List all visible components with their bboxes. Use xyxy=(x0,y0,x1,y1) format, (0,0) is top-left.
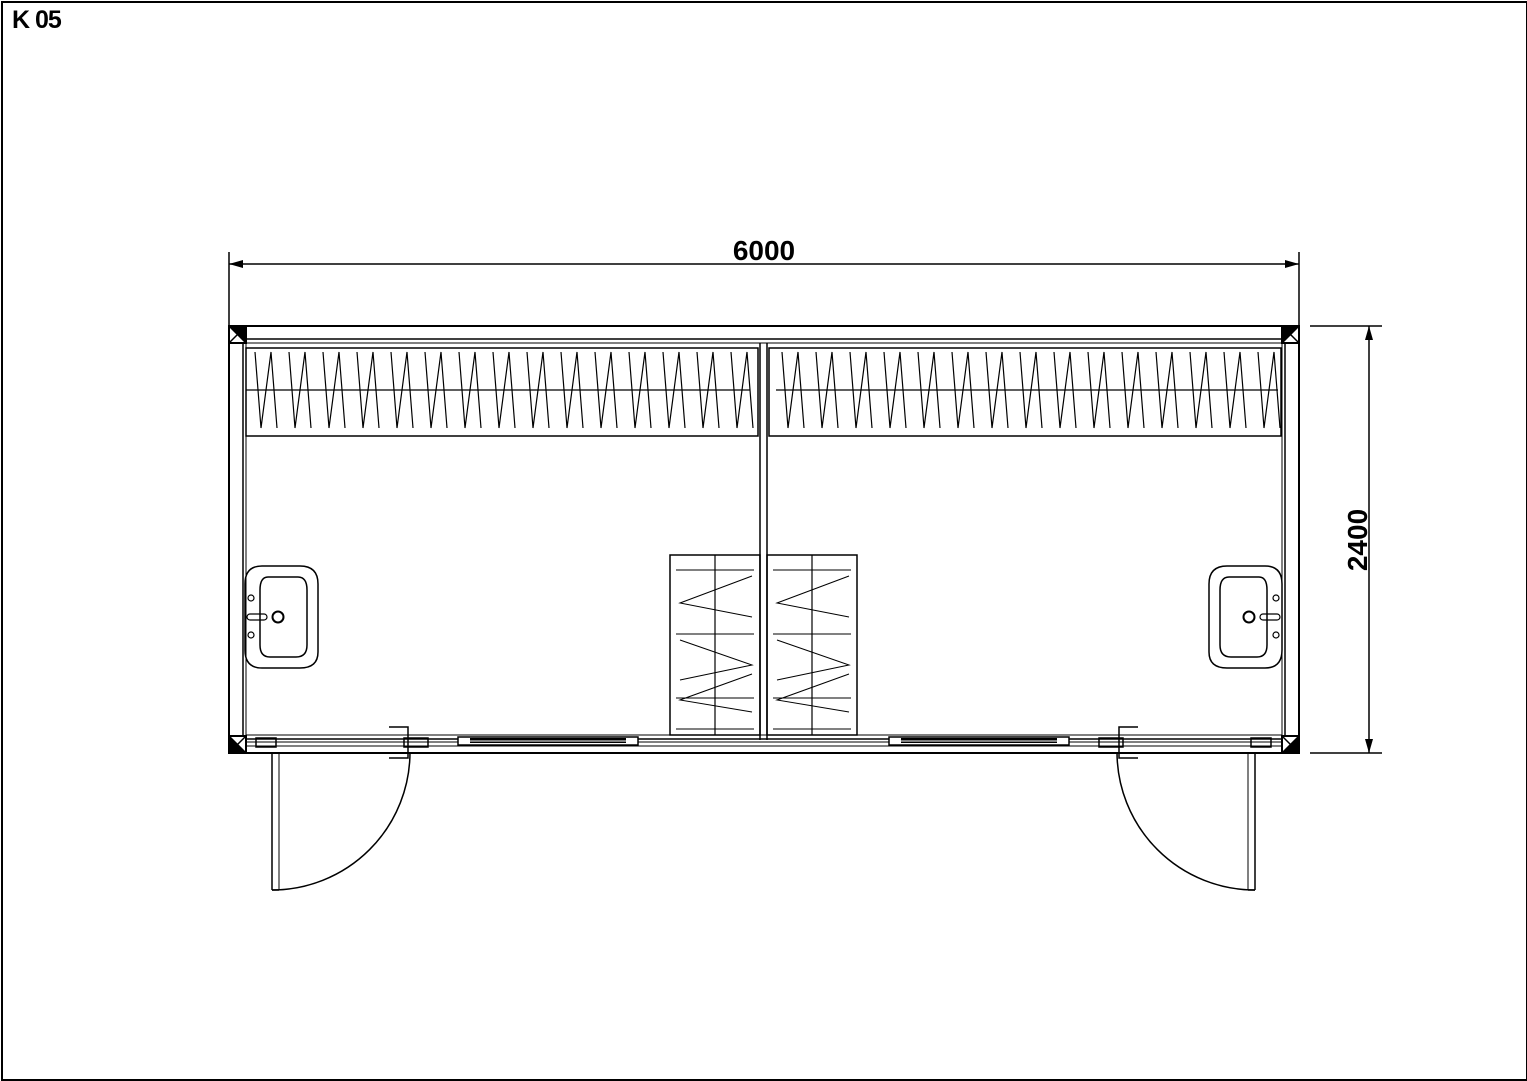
hanger-mark xyxy=(356,351,380,429)
hanger-mark xyxy=(696,351,720,429)
corner-posts xyxy=(228,325,1300,754)
hanger-mark xyxy=(526,351,550,429)
hanger-mark xyxy=(730,351,754,429)
hanger-mark xyxy=(492,351,516,429)
width-dimension: 2400 xyxy=(1310,325,1382,754)
hanger-mark xyxy=(1223,351,1247,429)
hanger-mark xyxy=(560,351,584,429)
hanger-mark xyxy=(662,351,686,429)
bench-rail-right xyxy=(768,347,1282,437)
hanger-mark xyxy=(1087,351,1111,429)
hanger-mark xyxy=(1053,351,1077,429)
corner-post-tr xyxy=(1281,325,1300,344)
hanger-mark xyxy=(917,351,941,429)
hanger-mark xyxy=(322,351,346,429)
hanger-mark xyxy=(594,351,618,429)
hanger-mark xyxy=(1257,351,1281,429)
width-label: 2400 xyxy=(1342,509,1373,571)
hanger-mark xyxy=(1121,351,1145,429)
hanger-mark xyxy=(849,351,873,429)
locker-unit-left xyxy=(669,554,761,736)
length-label: 6000 xyxy=(733,235,795,266)
window-right xyxy=(888,736,1070,746)
sink-left xyxy=(244,565,319,669)
container-walls xyxy=(228,325,1300,754)
sheet-title: K 05 xyxy=(12,6,62,34)
hanger-mark xyxy=(1189,351,1213,429)
hanger-mark xyxy=(985,351,1009,429)
window-left xyxy=(457,736,639,746)
hanger-mark xyxy=(1155,351,1179,429)
hanger-mark xyxy=(288,351,312,429)
hanger-mark xyxy=(458,351,482,429)
sink-right xyxy=(1208,565,1283,669)
bench-rail-left xyxy=(245,347,759,437)
hanger-mark xyxy=(390,351,414,429)
corner-post-tl xyxy=(228,325,247,344)
door-right xyxy=(1098,726,1272,891)
length-dimension: 6000 xyxy=(228,235,1300,340)
front-wall-details xyxy=(246,741,1282,747)
hanger-mark xyxy=(883,351,907,429)
corner-post-br xyxy=(1281,735,1300,754)
door-left xyxy=(255,726,429,891)
hanger-mark xyxy=(424,351,448,429)
hanger-mark xyxy=(628,351,652,429)
hanger-mark xyxy=(1019,351,1043,429)
hanger-mark xyxy=(254,351,278,429)
hanger-mark xyxy=(781,351,805,429)
corner-post-bl xyxy=(228,735,247,754)
hanger-mark xyxy=(815,351,839,429)
locker-unit-right xyxy=(766,554,858,736)
hanger-mark xyxy=(951,351,975,429)
